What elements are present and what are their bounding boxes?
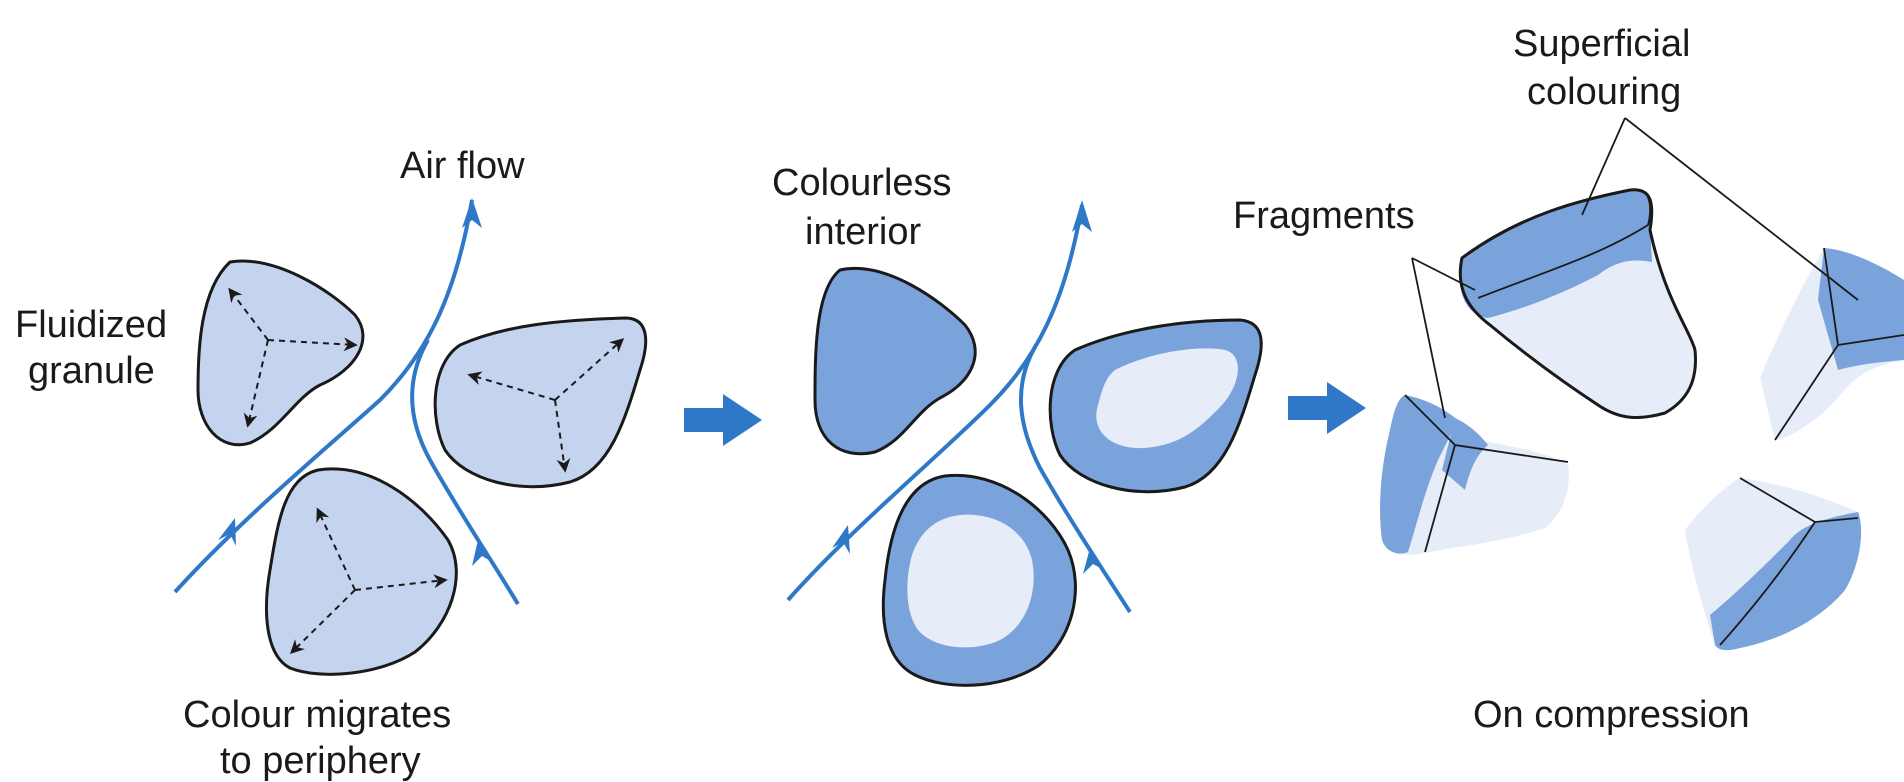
- label-fluidized: Fluidized: [15, 304, 167, 346]
- label-on-compression: On compression: [1473, 694, 1750, 736]
- label-interior: interior: [805, 211, 921, 253]
- coloured-granule-top: [815, 268, 975, 453]
- label-superficial: Superficial: [1513, 23, 1690, 65]
- stage-arrow-2: [1288, 382, 1366, 434]
- stage-1-fluidized: Air flow Fluidized granule Colour migrat…: [15, 145, 646, 782]
- stage-3-compression: Fragments Superficial colouring On compr…: [1233, 23, 1904, 736]
- label-colouring: colouring: [1527, 71, 1681, 113]
- label-to-periphery: to periphery: [220, 740, 421, 782]
- stage-arrow-1: [684, 394, 762, 446]
- label-colour-migrates: Colour migrates: [183, 694, 451, 736]
- label-fragments: Fragments: [1233, 195, 1415, 237]
- stage-2-dried: Colourless interior: [772, 162, 1261, 685]
- label-air-flow: Air flow: [400, 145, 525, 187]
- fluidized-granule-right: [435, 318, 646, 487]
- air-flow-arrowhead-top: [462, 198, 482, 228]
- colourless-interior-bottom: [907, 515, 1033, 648]
- label-colourless: Colourless: [772, 162, 952, 204]
- air-flow-arrowhead-top-2: [1072, 200, 1092, 232]
- fluidized-granule-top: [198, 261, 363, 445]
- label-granule: granule: [28, 350, 155, 392]
- leader-fragments-2: [1412, 258, 1445, 418]
- fluidized-granule-bottom: [267, 469, 457, 674]
